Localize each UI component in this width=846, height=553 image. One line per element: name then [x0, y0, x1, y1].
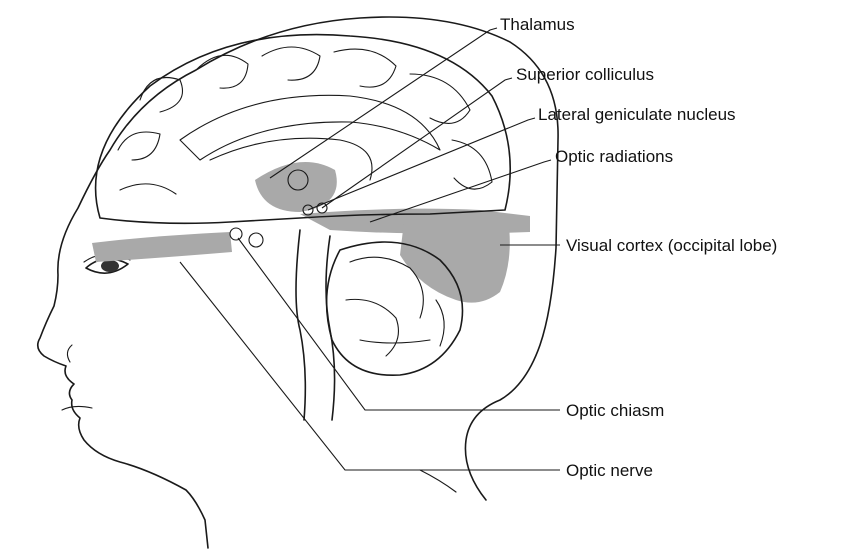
cerebellum-outline [327, 242, 463, 375]
label-optic-radiations: Optic radiations [555, 147, 673, 166]
brainstem-cerebellum [296, 230, 463, 420]
label-optic-nerve: Optic nerve [566, 461, 653, 480]
cerebellum-folia-3 [360, 340, 430, 343]
gyrus-4 [334, 49, 396, 87]
pituitary [249, 233, 263, 247]
eye-iris [101, 260, 119, 272]
gyrus-2 [196, 55, 248, 88]
gyrus-3 [262, 47, 320, 80]
gyrus-6 [118, 132, 160, 160]
mouth-line [62, 406, 92, 410]
gyrus-5 [410, 74, 470, 123]
thalamus-shading [255, 162, 337, 212]
cerebellum-folia-2 [346, 299, 398, 356]
leader-optic-chiasm [238, 238, 560, 410]
label-thalamus: Thalamus [500, 15, 575, 34]
nose-line [67, 345, 72, 362]
label-visual-cortex: Visual cortex (occipital lobe) [566, 236, 777, 255]
leader-lgn [308, 118, 535, 210]
label-optic-chiasm: Optic chiasm [566, 401, 664, 420]
visual-cortex-shading [400, 210, 510, 303]
neck-back [420, 470, 456, 492]
corpus-callosum [180, 95, 440, 160]
leader-optic-nerve [180, 262, 560, 470]
gyrus-1 [140, 78, 183, 113]
optic-nerve-shading [92, 232, 232, 262]
gyrus-8 [120, 184, 176, 194]
visual-pathway-shading [92, 162, 530, 303]
label-superior-colliculus: Superior colliculus [516, 65, 654, 84]
cerebellum-folia-4 [436, 300, 444, 346]
label-lateral-geniculate-nucleus: Lateral geniculate nucleus [538, 105, 736, 124]
optic-chiasm-body [230, 228, 242, 240]
